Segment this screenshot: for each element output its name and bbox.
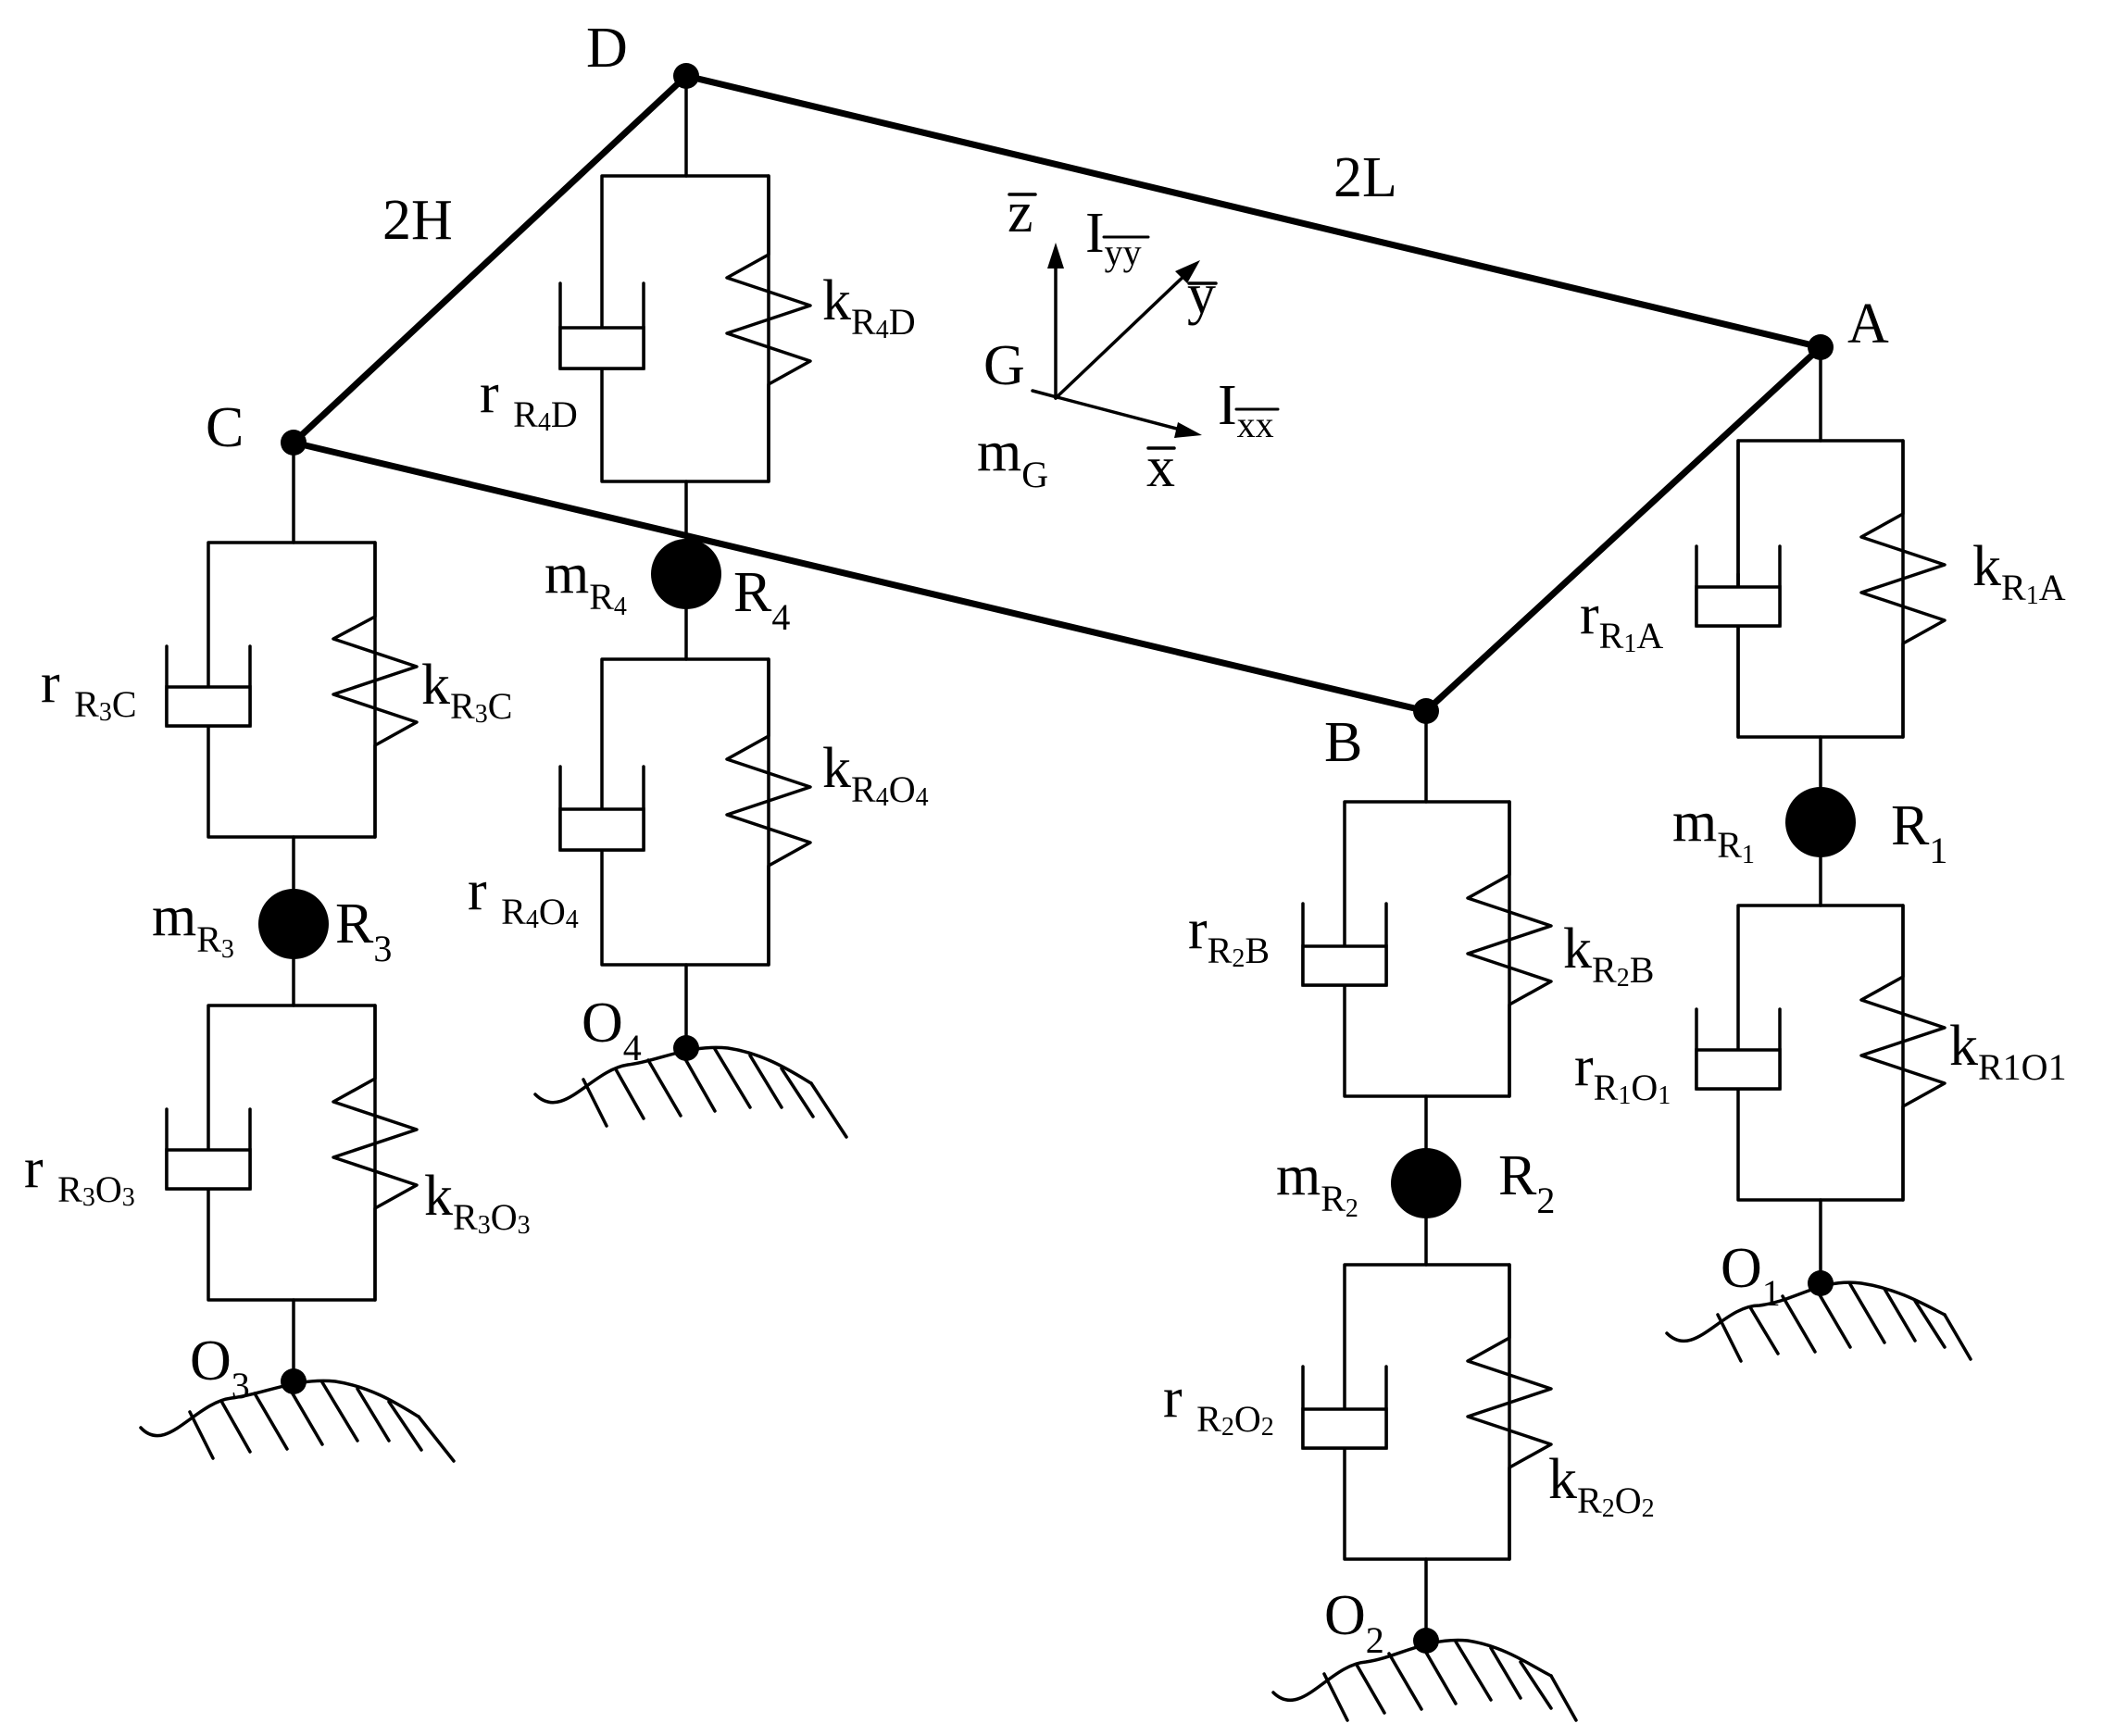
ground-joint-O4 xyxy=(673,1035,699,1061)
mass-R2 xyxy=(1391,1148,1461,1218)
spring-label-kR3C: kR3C xyxy=(421,654,512,729)
lower-damper-piston-3 xyxy=(165,1148,252,1191)
ground-joint-O3 xyxy=(281,1368,307,1394)
upper-spring-1 xyxy=(1859,439,1947,739)
spring-label-kR2B: kR2B xyxy=(1563,918,1654,993)
lower-damper-piston-2 xyxy=(1301,1407,1388,1450)
x-axis-label: x xyxy=(1146,436,1175,499)
rigid-frame xyxy=(290,72,1824,715)
spring-label-kR4O4: kR4O4 xyxy=(822,737,929,812)
damper-label-rR2B: rR2B xyxy=(1188,898,1270,973)
upper-damper-piston-4 xyxy=(558,326,645,370)
upper-damper-piston-2 xyxy=(1301,944,1388,987)
body-axes xyxy=(1031,243,1202,438)
frame-edge-DA xyxy=(682,72,1824,351)
z-arrowhead-icon xyxy=(1047,243,1064,269)
corner-label-D: D xyxy=(586,17,628,80)
node-label-R1: R1 xyxy=(1891,794,1947,871)
node-label-R4: R4 xyxy=(733,561,790,638)
corner-label-A: A xyxy=(1847,293,1889,356)
x-arrowhead-icon xyxy=(1174,422,1202,438)
mass-R1 xyxy=(1785,787,1856,857)
ground-hatch-O2 xyxy=(1271,1638,1578,1722)
leg-2 xyxy=(1301,709,1553,1642)
mass-R4 xyxy=(651,539,721,609)
center-G-label: G xyxy=(983,334,1025,397)
y-arrowhead-icon xyxy=(1175,260,1200,283)
frame-edge-BC xyxy=(290,439,1430,715)
leg-3 xyxy=(165,441,419,1383)
spring-label-kR2O2: kR2O2 xyxy=(1548,1448,1655,1523)
damper-label-rR4O4: r R4O4 xyxy=(468,859,579,934)
mass-label-R1: mR1 xyxy=(1672,791,1755,869)
lower-spring-1 xyxy=(1859,904,1947,1202)
damper-label-rR1O1: rR1O1 xyxy=(1574,1035,1671,1110)
mass-R3 xyxy=(258,889,329,959)
frame-edge-AB xyxy=(1422,343,1824,715)
corner-label-C: C xyxy=(206,396,244,459)
ground-hatch-O1 xyxy=(1665,1280,1972,1363)
upper-damper-piston-3 xyxy=(165,685,252,728)
spring-label-kR1A: kR1A xyxy=(1972,535,2066,610)
lower-damper-piston-1 xyxy=(1695,1048,1782,1091)
dimension-2L: 2L xyxy=(1333,146,1397,209)
lower-spring-4 xyxy=(725,657,812,967)
mass-G-label: mG xyxy=(977,420,1048,495)
upper-spring-2 xyxy=(1466,800,1553,1098)
damper-label-rR4D: r R4D xyxy=(480,362,578,437)
ground-label-O4: O4 xyxy=(582,992,642,1068)
ground-label-O1: O1 xyxy=(1721,1237,1781,1314)
node-label-R3: R3 xyxy=(335,893,392,969)
y-axis-label: y xyxy=(1187,263,1216,326)
spring-label-kR1O1: kR1O1 xyxy=(1949,1015,2067,1088)
y-axis-arrow xyxy=(1054,269,1192,400)
ground-hatch-O4 xyxy=(533,1045,848,1139)
leg-4 xyxy=(558,74,812,1050)
mass-label-R4: mR4 xyxy=(545,543,627,621)
lower-spring-3 xyxy=(332,1004,419,1302)
corner-label-B: B xyxy=(1324,711,1362,774)
spring-label-kR4D: kR4D xyxy=(822,269,916,344)
upper-spring-3 xyxy=(332,541,419,839)
mass-label-R2: mR2 xyxy=(1276,1144,1358,1223)
z-axis-label: z xyxy=(1008,181,1033,244)
mass-label-R3: mR3 xyxy=(152,885,234,964)
frame-edge-CD xyxy=(290,72,690,446)
upper-spring-4 xyxy=(725,174,812,483)
spring-label-kR3O3: kR3O3 xyxy=(424,1165,531,1240)
damper-label-rR1A: rR1A xyxy=(1580,583,1663,658)
lower-spring-2 xyxy=(1466,1263,1553,1561)
ground-hatch-O3 xyxy=(139,1379,456,1463)
leg-1 xyxy=(1695,345,1947,1285)
node-label-R2: R2 xyxy=(1498,1144,1555,1221)
upper-damper-piston-1 xyxy=(1695,585,1782,628)
damper-label-rR3C: r R3C xyxy=(41,652,137,727)
dimension-2H: 2H xyxy=(382,189,453,252)
ground-label-O2: O2 xyxy=(1324,1584,1384,1661)
x-axis-arrow xyxy=(1031,389,1189,433)
ground-label-O3: O3 xyxy=(190,1330,250,1406)
damper-label-rR2O2: r R2O2 xyxy=(1163,1367,1274,1442)
damper-label-rR3O3: r R3O3 xyxy=(24,1137,135,1212)
lower-damper-piston-4 xyxy=(558,807,645,852)
